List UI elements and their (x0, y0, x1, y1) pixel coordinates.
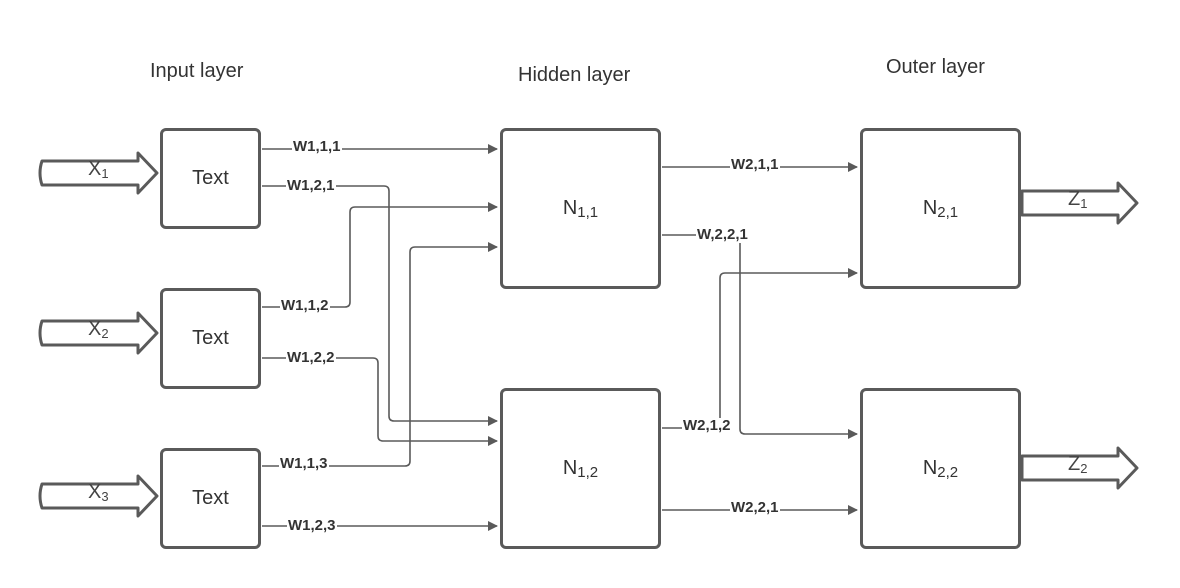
weight-label-w113: W1,1,3 (279, 455, 329, 472)
weight-label-w122: W1,2,2 (286, 349, 336, 366)
input-node-2-label: Text (192, 327, 229, 349)
input-layer-title: Input layer (150, 60, 244, 82)
input-node-3: Text (160, 448, 261, 549)
connector-w212 (662, 268, 858, 429)
output-label-z2: Z2 (1068, 453, 1088, 476)
connector-w112 (262, 202, 498, 308)
weight-label-w123: W1,2,3 (287, 517, 337, 534)
input-arrow-x2 (38, 311, 159, 355)
weight-label-w221-top: W,2,2,1 (696, 226, 749, 243)
output-arrow-z2 (1020, 446, 1139, 490)
input-node-3-label: Text (192, 487, 229, 509)
output-label-z1: Z1 (1068, 188, 1088, 211)
output-arrow-z1 (1020, 181, 1139, 225)
hidden-layer-title: Hidden layer (518, 64, 631, 86)
input-label-x1: X1 (88, 158, 109, 181)
outer-layer-title: Outer layer (886, 56, 985, 78)
input-node-2: Text (160, 288, 261, 389)
input-arrow-x1 (38, 151, 159, 195)
weight-label-w111: W1,1,1 (292, 138, 342, 155)
input-label-x2: X2 (88, 318, 109, 341)
weight-label-w211: W2,1,1 (730, 156, 780, 173)
connector-w121 (262, 185, 498, 426)
connector-w113 (262, 242, 498, 467)
weight-label-w121: W1,2,1 (286, 177, 336, 194)
input-node-1-label: Text (192, 167, 229, 189)
input-node-1: Text (160, 128, 261, 229)
connector-w122 (262, 357, 498, 446)
weight-label-w212: W2,1,2 (682, 417, 732, 434)
input-label-x3: X3 (88, 481, 109, 504)
weight-label-w221-bottom: W2,2,1 (730, 499, 780, 516)
input-arrow-x3 (38, 474, 159, 518)
connector-w221-top (662, 234, 858, 439)
weight-label-w112: W1,1,2 (280, 297, 330, 314)
